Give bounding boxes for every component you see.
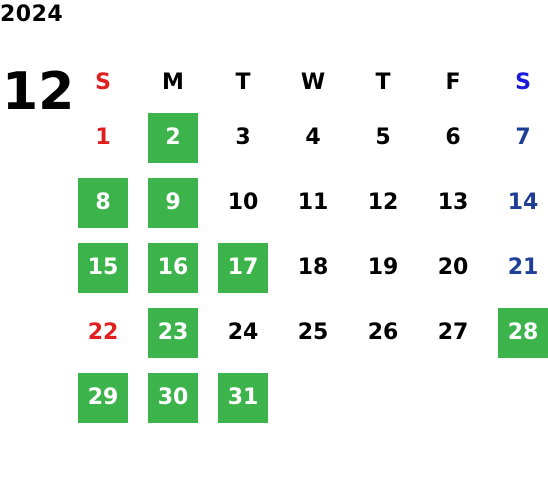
calendar-day: 15 (68, 235, 138, 300)
calendar-day: 19 (348, 235, 418, 300)
calendar-day-number: 7 (515, 125, 531, 150)
calendar-month: 12 (2, 62, 75, 122)
calendar-day-number: 14 (507, 190, 539, 215)
calendar-day: 7 (488, 105, 548, 170)
calendar-day-number: 27 (437, 320, 469, 345)
calendar-day-number: 15 (78, 242, 128, 293)
calendar-day: 18 (278, 235, 348, 300)
calendar-day-number: 2 (148, 112, 198, 163)
calendar-day-number: 23 (148, 307, 198, 358)
weekday-header-thu: T (375, 70, 391, 95)
calendar-day: 10 (208, 170, 278, 235)
calendar-day-number: 3 (235, 125, 251, 150)
calendar-day-number: 12 (367, 190, 399, 215)
calendar-day-number: 13 (437, 190, 469, 215)
calendar-day: 16 (138, 235, 208, 300)
weekday-header-mon: M (162, 70, 184, 95)
calendar-day: 6 (418, 105, 488, 170)
calendar-day: 11 (278, 170, 348, 235)
weekday-header-sun: S (95, 70, 111, 95)
calendar-day: 14 (488, 170, 548, 235)
calendar-day-number: 30 (148, 372, 198, 423)
calendar-day-number: 10 (227, 190, 259, 215)
calendar-day: 23 (138, 300, 208, 365)
weekday-header-tue: T (235, 70, 251, 95)
calendar-day: 8 (68, 170, 138, 235)
calendar-day: 25 (278, 300, 348, 365)
calendar-day: 13 (418, 170, 488, 235)
calendar-day: 2 (138, 105, 208, 170)
calendar-day-number: 22 (87, 320, 119, 345)
calendar-day-number: 28 (498, 307, 548, 358)
calendar-day-number: 18 (297, 255, 329, 280)
calendar-day: 27 (418, 300, 488, 365)
calendar-day: 3 (208, 105, 278, 170)
calendar-day-number: 31 (218, 372, 268, 423)
calendar-day: 29 (68, 365, 138, 430)
calendar-day-number: 24 (227, 320, 259, 345)
calendar-day-number: 21 (507, 255, 539, 280)
calendar-day-number: 1 (95, 125, 111, 150)
weekday-header-sat: S (515, 70, 531, 95)
calendar-day-number: 19 (367, 255, 399, 280)
calendar-day: 30 (138, 365, 208, 430)
calendar-day: 17 (208, 235, 278, 300)
weekday-header-wed: W (300, 70, 326, 95)
calendar-day-number: 26 (367, 320, 399, 345)
calendar-day-number: 16 (148, 242, 198, 293)
calendar-day-number: 8 (78, 177, 128, 228)
calendar-day: 20 (418, 235, 488, 300)
calendar-day: 1 (68, 105, 138, 170)
calendar-day: 12 (348, 170, 418, 235)
calendar-day: 24 (208, 300, 278, 365)
calendar-day-number: 9 (148, 177, 198, 228)
calendar-day (418, 365, 488, 430)
calendar-day (348, 365, 418, 430)
calendar-day-number: 17 (218, 242, 268, 293)
calendar-day: 9 (138, 170, 208, 235)
calendar-day: 21 (488, 235, 548, 300)
calendar-day (488, 365, 548, 430)
calendar-day: 4 (278, 105, 348, 170)
calendar-day: 31 (208, 365, 278, 430)
calendar-day: 22 (68, 300, 138, 365)
calendar-year: 2024 (0, 2, 64, 27)
calendar-day-number: 25 (297, 320, 329, 345)
calendar-day-number: 6 (445, 125, 461, 150)
calendar-day-number: 4 (305, 125, 321, 150)
calendar-day (278, 365, 348, 430)
calendar-day: 5 (348, 105, 418, 170)
calendar-day-number: 11 (297, 190, 329, 215)
calendar-day-number: 20 (437, 255, 469, 280)
weekday-header-fri: F (445, 70, 461, 95)
calendar-day: 26 (348, 300, 418, 365)
calendar-day: 28 (488, 300, 548, 365)
calendar-day-number: 29 (78, 372, 128, 423)
calendar-day-number: 5 (375, 125, 391, 150)
